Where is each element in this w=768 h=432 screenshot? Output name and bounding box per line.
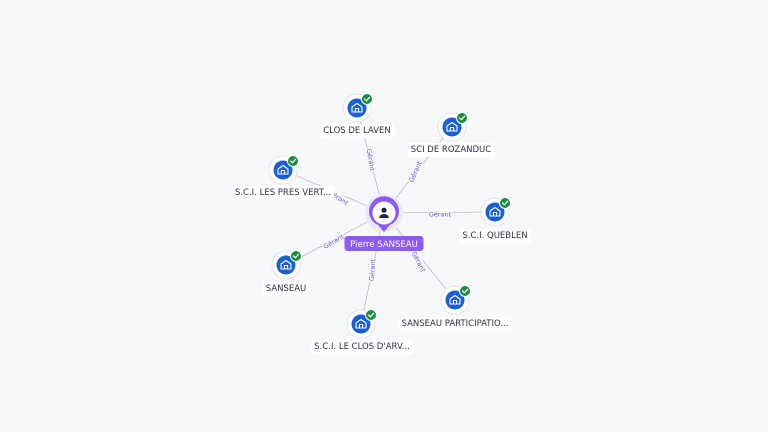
verified-check-icon xyxy=(290,250,302,262)
building-icon xyxy=(355,318,367,329)
company-node[interactable]: SANSEAU PARTICIPATIO... xyxy=(398,285,512,332)
company-label-group: SCI DE ROZANDUC xyxy=(407,143,495,157)
company-node[interactable]: CLOS DE LAVEN xyxy=(320,93,394,139)
company-label-group: S.C.I. QUEBLEN xyxy=(459,229,531,243)
company-node[interactable]: S.C.I. LE CLOS D'ARV... xyxy=(311,309,413,355)
company-label: CLOS DE LAVEN xyxy=(323,126,391,136)
company-node[interactable]: SCI DE ROZANDUC xyxy=(407,112,495,158)
company-label-bg xyxy=(231,186,335,200)
edge-label-group: Gérant xyxy=(406,159,424,185)
company-label-bg xyxy=(459,229,531,243)
verified-check-icon xyxy=(365,309,377,321)
center-node[interactable]: Pierre SANSEAU xyxy=(344,194,424,251)
verified-check-icon xyxy=(456,112,468,124)
edge-label-group: Gérant xyxy=(409,249,429,275)
company-node[interactable]: S.C.I. LES PRES VERT... xyxy=(231,155,335,201)
center-label-bg xyxy=(344,236,424,251)
company-label-bg xyxy=(320,124,394,138)
nodes-layer: CLOS DE LAVEN SCI DE ROZANDUC S.C.I. QUEBL… xyxy=(231,93,531,355)
edge-label-group: Gérant xyxy=(321,231,346,251)
building-icon xyxy=(489,206,501,217)
person-icon xyxy=(379,207,389,218)
company-label-group: SANSEAU PARTICIPATIO... xyxy=(398,317,512,331)
company-label: SCI DE ROZANDUC xyxy=(411,145,492,155)
verified-check-icon xyxy=(459,285,471,297)
verified-check-icon xyxy=(361,93,373,105)
edges-layer: GérantGérantGérantGérantGérantGérantGéra… xyxy=(282,107,496,325)
building-icon xyxy=(351,102,363,113)
building-icon xyxy=(280,259,292,270)
company-label: S.C.I. LES PRES VERT... xyxy=(235,188,331,198)
edge-label-group: Gérant xyxy=(428,210,452,219)
building-icon xyxy=(277,164,289,175)
company-label-bg xyxy=(407,143,495,157)
edge-label-bg xyxy=(321,231,346,251)
company-label-group: S.C.I. LE CLOS D'ARV... xyxy=(311,340,413,354)
company-label-bg xyxy=(311,340,413,354)
company-label-group: CLOS DE LAVEN xyxy=(320,124,394,138)
company-label: S.C.I. QUEBLEN xyxy=(462,231,527,241)
edge-label: Gérant xyxy=(368,258,378,281)
company-node[interactable]: SANSEAU xyxy=(262,250,310,297)
edge-label-bg xyxy=(406,159,424,185)
company-node[interactable]: S.C.I. QUEBLEN xyxy=(459,197,531,244)
edge-label-bg xyxy=(364,147,378,173)
edge-label: Gérant xyxy=(407,160,424,184)
company-label: SANSEAU xyxy=(266,284,307,294)
company-label: S.C.I. LE CLOS D'ARV... xyxy=(314,342,410,352)
company-label-group: SANSEAU xyxy=(262,282,310,296)
edge-label-group: Gérant xyxy=(367,257,378,283)
edge-label: Gérant xyxy=(410,250,428,274)
company-label: SANSEAU PARTICIPATIO... xyxy=(402,319,509,329)
edge-label: Gérant xyxy=(365,148,377,172)
edge-label: Gérant xyxy=(429,211,452,219)
edge-label-bg xyxy=(428,210,452,218)
company-label-group: S.C.I. LES PRES VERT... xyxy=(231,186,335,200)
company-label-bg xyxy=(398,317,512,331)
building-icon xyxy=(446,121,458,132)
edge-label: Gérant xyxy=(322,232,346,250)
edge-label-bg xyxy=(409,249,429,275)
edge-label-group: Gérant xyxy=(364,147,378,173)
person-pin-inner xyxy=(372,201,396,225)
edge-label-bg xyxy=(367,257,377,283)
verified-check-icon xyxy=(499,197,511,209)
company-label-bg xyxy=(262,282,310,296)
building-icon xyxy=(449,294,461,305)
verified-check-icon xyxy=(287,155,299,167)
center-label: Pierre SANSEAU xyxy=(350,240,418,250)
